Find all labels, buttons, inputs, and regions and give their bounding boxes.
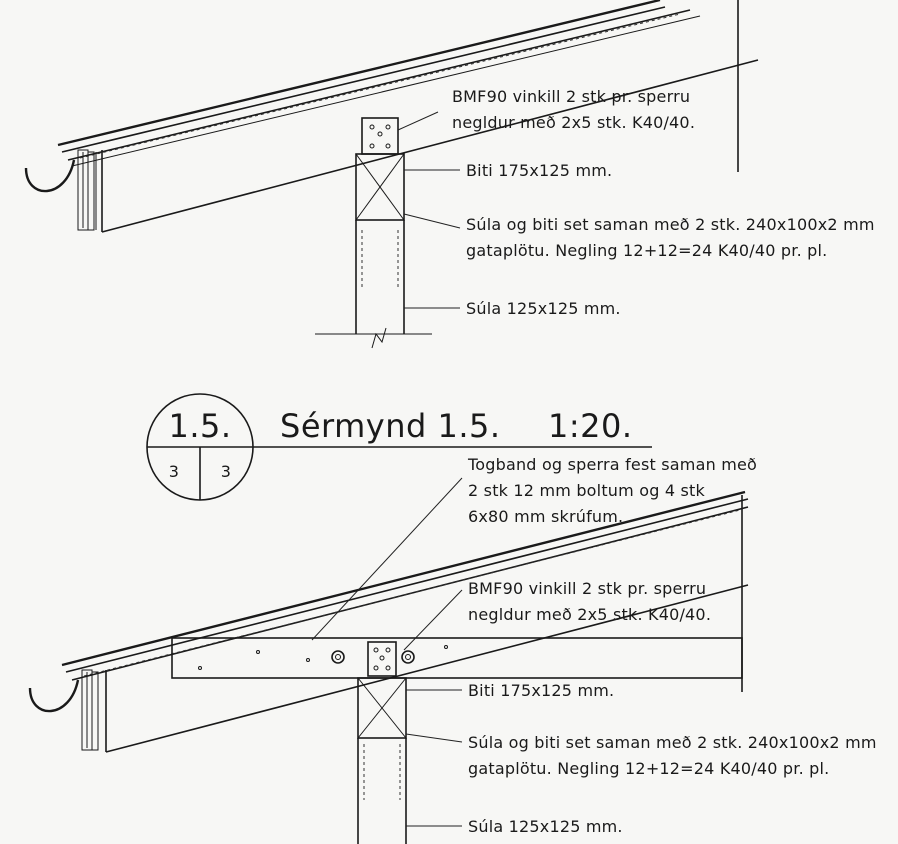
bottom-gutter [28, 679, 80, 713]
bottom-tie-note-line1: Togband og sperra fest saman með [467, 455, 757, 474]
top-roof-slope [57, 0, 701, 167]
top-beam-note: Biti 175x125 mm. [466, 161, 612, 180]
bottom-tie-note-line2: 2 stk 12 mm boltum og 4 stk [468, 481, 706, 500]
bottom-bracket-note-line1: BMF90 vinkill 2 stk pr. sperru [468, 579, 706, 598]
sheet-number-right: 3 [221, 462, 231, 481]
bottom-plate-note-line2: gataplötu. Negling 12+12=24 K40/40 pr. p… [468, 759, 829, 778]
top-bracket-note-line2: negldur með 2x5 stk. K40/40. [452, 113, 695, 132]
bottom-plate-note-line1: Súla og biti set saman með 2 stk. 240x10… [468, 733, 877, 752]
bottom-detail: Togband og sperra fest saman með 2 stk 1… [28, 455, 877, 844]
sheet-number-left: 3 [169, 462, 179, 481]
bottom-beam-note: Biti 175x125 mm. [468, 681, 614, 700]
bottom-fascia [81, 669, 99, 751]
bolt-left [331, 650, 345, 664]
bottom-bracket-note-line2: negldur með 2x5 stk. K40/40. [468, 605, 711, 624]
bottom-bracket [367, 641, 397, 677]
top-fascia [77, 149, 95, 231]
top-detail: BMF90 vinkill 2 stk pr. sperru negldur m… [24, 0, 875, 349]
bottom-post-note: Súla 125x125 mm. [468, 817, 623, 836]
bottom-tie-beam [171, 637, 743, 679]
top-gutter [24, 159, 76, 193]
top-plate-note-line1: Súla og biti set saman með 2 stk. 240x10… [466, 215, 875, 234]
bottom-rafter-bottom [105, 584, 749, 753]
bottom-post [357, 738, 407, 844]
bottom-tie-note-line3: 6x80 mm skrúfum. [468, 507, 623, 526]
top-bracket-note-line1: BMF90 vinkill 2 stk pr. sperru [452, 87, 690, 106]
bottom-roof-slope [61, 490, 749, 681]
bolt-right [401, 650, 415, 664]
top-post [315, 220, 432, 349]
top-rafter-bottom [101, 59, 759, 233]
detail-title: Sérmynd 1.5. [280, 407, 501, 445]
bottom-beam-section [357, 677, 407, 739]
top-bracket [361, 117, 399, 155]
detail-title-block: 1.5. 3 3 Sérmynd 1.5. 1:20. [146, 393, 652, 501]
top-beam-section [355, 153, 405, 221]
detail-scale: 1:20. [548, 407, 633, 445]
top-post-note: Súla 125x125 mm. [466, 299, 621, 318]
detail-number: 1.5. [168, 407, 231, 445]
top-plate-note-line2: gataplötu. Negling 12+12=24 K40/40 pr. p… [466, 241, 827, 260]
